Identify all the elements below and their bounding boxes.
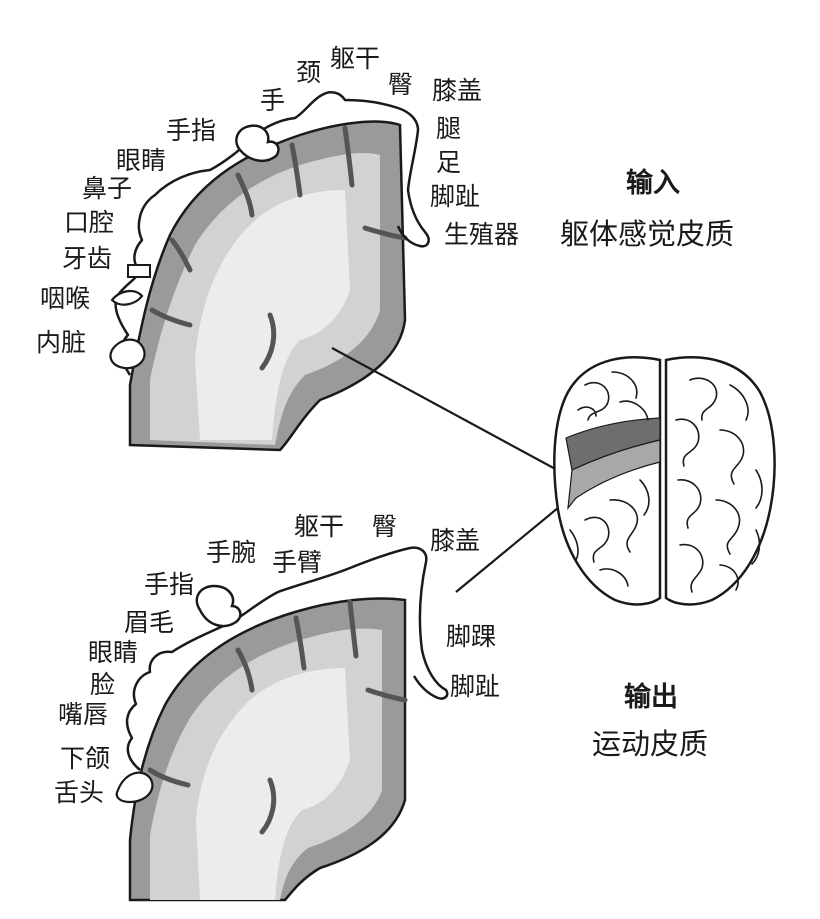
motor-label-lips: 嘴唇 [58,700,109,729]
sensory-label-fingers: 手指 [166,116,217,145]
motor-tongue [115,771,154,804]
motor-label-knee: 膝盖 [430,526,481,555]
sensory-heading: 输入 [626,168,680,199]
sensory-label-genitals: 生殖器 [444,220,520,249]
sensory-label-foot: 足 [436,148,462,177]
motor-label-fingers: 手指 [144,570,195,599]
sensory-label-teeth: 牙齿 [62,244,113,273]
motor-subheading: 运动皮质 [592,727,709,761]
motor-sulcus [147,767,191,788]
motor-label-toes: 脚趾 [450,672,501,701]
sensory-label-toes: 脚趾 [430,182,481,211]
connector-line-motor [455,497,571,593]
sensory-subheading: 躯体感觉皮质 [560,217,735,251]
sensory-label-throat: 咽喉 [40,284,91,313]
sensory-hand [235,124,280,163]
motor-sulcus [347,599,359,659]
motor-sulcus [293,615,307,671]
sensory-sulcus [362,225,408,241]
motor-sulcus [365,687,408,703]
sensory-sulcus [169,237,193,273]
sensory-label-mouth: 口腔 [64,208,115,237]
motor-label-tongue: 舌头 [54,778,105,807]
sensory-sulcus [342,125,355,188]
motor-sulcus [235,647,255,693]
motor-hand [195,584,242,628]
sensory-label-knee: 膝盖 [432,76,483,105]
brain-gyri [569,371,763,593]
motor-label-arm: 手臂 [272,548,323,577]
motor-heading: 输出 [624,682,678,713]
motor-cortex-section [115,546,449,902]
sensory-homunculus [114,91,430,376]
sensory-tongue [110,290,144,306]
sensory-sulcus [289,142,303,198]
sensory-label-hip: 臀 [388,70,414,99]
sensory-viscera [109,338,146,370]
brain-top-view [553,356,776,606]
motor-label-hip: 臀 [372,512,398,541]
sensory-sulcus [149,307,193,328]
motor-label-face: 脸 [90,670,116,699]
sensory-label-neck: 颈 [296,58,322,87]
brain-sensory-strip [567,439,661,510]
sensory-label-nose: 鼻子 [82,174,133,203]
connector-line-sensory [331,347,573,479]
sensory-label-leg: 腿 [436,114,462,143]
brain-right-hemisphere [664,356,776,606]
sensory-label-hand: 手 [260,86,286,115]
sensory-teeth [127,264,151,278]
sensory-label-viscera: 内脏 [36,328,87,357]
sensory-sulcus [259,312,277,371]
motor-label-wrist: 手腕 [206,538,257,567]
motor-label-ankle: 脚踝 [446,622,497,651]
motor-label-eyebrow: 眉毛 [124,608,175,637]
motor-label-trunk: 躯干 [294,512,345,541]
sensory-label-eye: 眼睛 [116,146,167,175]
sensory-cortex-section [109,91,430,452]
motor-homunculus [125,546,449,771]
motor-label-eye: 眼睛 [88,638,139,667]
sensory-label-trunk: 躯干 [330,44,381,73]
motor-label-jaw: 下颌 [60,744,111,773]
motor-sulcus [259,777,277,835]
sensory-sulcus [235,172,255,218]
